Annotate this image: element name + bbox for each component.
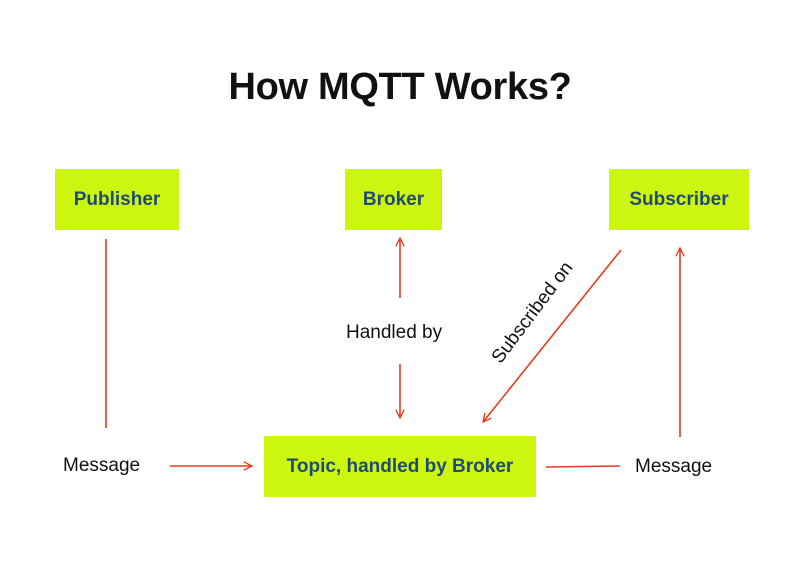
topic-to-message-line [545, 465, 621, 468]
handled-by-label: Handled by [346, 322, 443, 343]
message-right-label: Message [635, 456, 713, 477]
broker-node: Broker [345, 169, 442, 230]
subscriber-node-label: Subscriber [629, 188, 729, 210]
subscriber-to-topic-arrow [483, 249, 622, 422]
broker-node-label: Broker [362, 188, 425, 210]
message-left-label: Message [63, 455, 141, 476]
topic-node-label: Topic, handled by Broker [286, 455, 514, 477]
diagram-title: How MQTT Works? [228, 66, 572, 108]
topic-node: Topic, handled by Broker [264, 436, 536, 497]
publisher-node: Publisher [55, 169, 179, 230]
subscriber-node: Subscriber [609, 169, 749, 230]
publisher-node-label: Publisher [73, 188, 161, 210]
